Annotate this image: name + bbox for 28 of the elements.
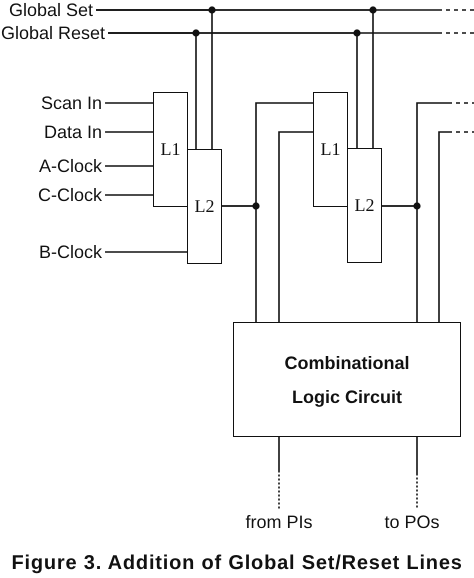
wire — [105, 194, 153, 196]
wire — [438, 131, 474, 322]
signal-label: Scan In — [41, 92, 102, 114]
latch-box: L2 — [187, 149, 222, 264]
wire — [278, 437, 280, 508]
latch-box: L1 — [153, 92, 188, 207]
wire — [278, 131, 313, 322]
signal-label: B-Clock — [39, 242, 102, 262]
latch-box: L1 — [313, 92, 348, 207]
signal-label: Data In — [44, 122, 102, 142]
wire — [416, 437, 418, 508]
wire — [105, 102, 153, 104]
wire — [105, 131, 153, 133]
wire — [105, 165, 153, 167]
signal-label: to POs — [384, 512, 440, 532]
wire — [382, 102, 474, 207]
signal-label: A-Clock — [39, 156, 102, 176]
logic-block: Combinational Logic Circuit — [233, 322, 461, 437]
wire — [222, 205, 257, 322]
latch-box: L2 — [347, 148, 382, 263]
signal-label: Global Reset — [1, 22, 106, 44]
wire — [105, 251, 187, 253]
figure-caption: Figure 3. Addition of Global Set/Reset Lines — [12, 551, 463, 575]
signal-label: Global Set — [9, 0, 94, 20]
wire — [108, 32, 474, 34]
wire — [96, 9, 474, 11]
signal-label: from PIs — [246, 512, 313, 532]
signal-label: C-Clock — [38, 184, 102, 206]
